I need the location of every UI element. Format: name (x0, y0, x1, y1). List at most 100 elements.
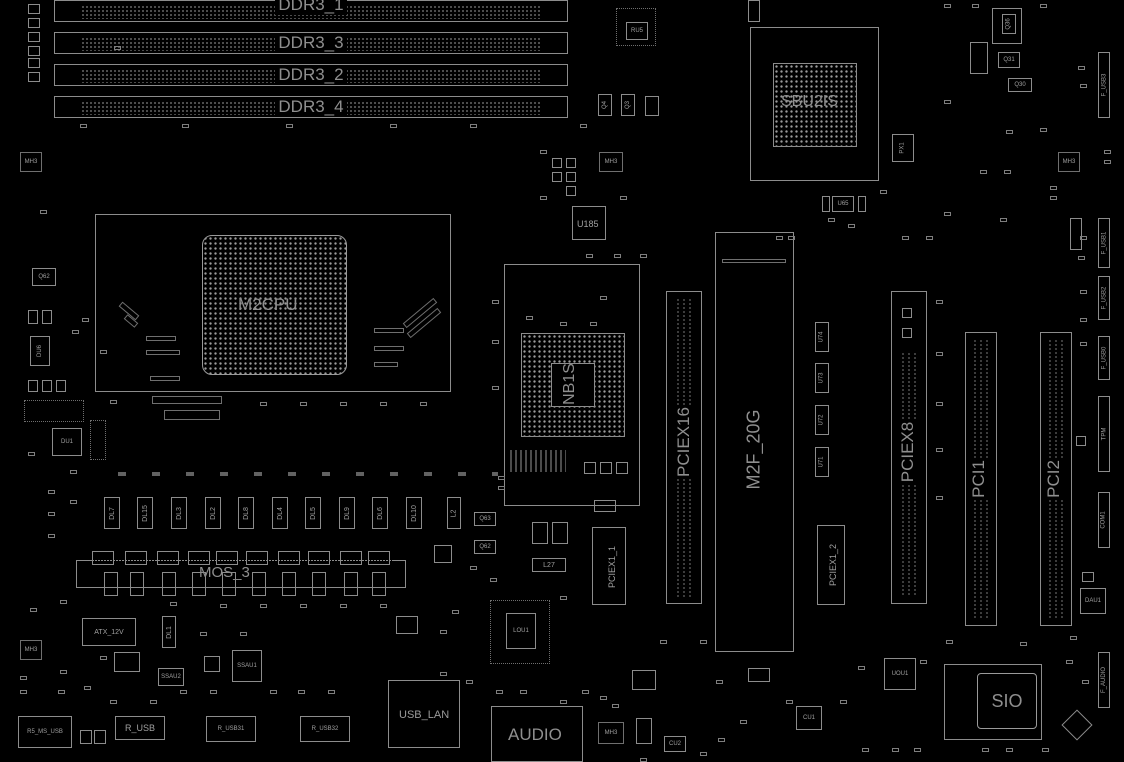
port-usb-lan[interactable]: USB_LAN (388, 680, 460, 748)
passive-pad (972, 4, 979, 8)
dimm-slot-3[interactable]: DDR3_3 (54, 32, 568, 54)
passive-pad (240, 632, 247, 636)
mounting-hole: MH3 (1058, 152, 1080, 172)
passive-pad (150, 700, 157, 704)
passive-pad (980, 170, 987, 174)
header-com1[interactable]: COM1 (1098, 492, 1110, 548)
passive-pad (862, 748, 869, 752)
passive-pad (740, 720, 747, 724)
passive-pad (944, 212, 951, 216)
slot-pciex1-2[interactable]: PCIEX1_2 (817, 525, 845, 605)
passive-pad (80, 124, 87, 128)
passive-pad (82, 318, 89, 322)
passive-pad (1000, 218, 1007, 222)
dau1: DAU1 (1080, 588, 1106, 614)
slot-m2[interactable]: M2F_20G (715, 232, 794, 652)
passive-pad (936, 300, 943, 304)
slot-pciex8[interactable]: PCIEX8 (891, 291, 927, 604)
passive-pad (840, 700, 847, 704)
dimm-slot-1[interactable]: DDR3_1 (54, 0, 568, 22)
passive-pad (614, 254, 621, 258)
chipset-pch[interactable]: NB1S (504, 264, 640, 506)
port-audio[interactable]: AUDIO (491, 706, 583, 762)
passive-pad (200, 632, 207, 636)
passive-pad (1066, 660, 1073, 664)
header-r-ms-usb[interactable]: R5_MS_USB (18, 716, 72, 748)
slot-pci1[interactable]: PCI1 (965, 332, 997, 626)
passive-pad (520, 690, 527, 694)
cpu-label: M2CPU (238, 295, 298, 314)
header-r-usb[interactable]: R_USB (115, 716, 165, 740)
choke-label: L2 (450, 509, 458, 517)
q64: Q62 (474, 540, 496, 554)
passive-pad (492, 300, 499, 304)
passive-pad (180, 690, 187, 694)
passive-pad (470, 124, 477, 128)
cu2: CU2 (664, 736, 686, 752)
dimm-slot-2[interactable]: DDR3_2 (54, 64, 568, 86)
passive-pad (1104, 150, 1111, 154)
passive-pad (440, 630, 447, 634)
slot-pciex16[interactable]: PCIEX16 (666, 291, 702, 604)
dimm-label: DDR3_3 (275, 33, 347, 53)
passive-pad (30, 608, 37, 612)
header-f-usb1[interactable]: F_USB1 (1098, 218, 1110, 268)
passive-pad (1040, 128, 1047, 132)
passive-pad (1004, 170, 1011, 174)
passive-pad (936, 352, 943, 356)
header-f-audio[interactable]: F_AUDIO (1098, 652, 1110, 708)
super-io[interactable]: SIO (944, 664, 1042, 740)
header-f-usb3[interactable]: F_USB3 (1098, 52, 1110, 118)
mos-label: MOS_3 (199, 564, 250, 581)
du6: DU6 (30, 336, 50, 366)
choke-label: DL9 (343, 506, 351, 520)
header-r-usb32[interactable]: R_USB32 (300, 716, 350, 742)
passive-pad (560, 700, 567, 704)
passive-pad (560, 322, 567, 326)
passive-pad (20, 676, 27, 680)
dimm-slot-4[interactable]: DDR3_4 (54, 96, 568, 118)
passive-pad (1040, 4, 1047, 8)
passive-pad (640, 254, 647, 258)
px1: PX1 (892, 134, 914, 162)
passive-pad (540, 150, 547, 154)
header-f-usb0[interactable]: F_USB0 (1098, 336, 1110, 380)
q62: Q62 (32, 268, 56, 286)
q3: Q3 (621, 94, 635, 116)
passive-pad (582, 690, 589, 694)
header-tpm[interactable]: TPM (1098, 396, 1110, 472)
passive-pad (620, 196, 627, 200)
header-r-usb31[interactable]: R_USB31 (206, 716, 256, 742)
passive-pad (340, 402, 347, 406)
passive-pad (48, 534, 55, 538)
passive-pad (716, 680, 723, 684)
passive-pad (340, 604, 347, 608)
passive-pad (880, 190, 887, 194)
cpu-socket[interactable]: M2CPU (95, 214, 451, 392)
passive-pad (420, 402, 427, 406)
southbridge[interactable]: SBU2IS (750, 27, 879, 181)
slot-pci2[interactable]: PCI2 (1040, 332, 1072, 626)
slot-pciex1-1[interactable]: PCIEX1_1 (592, 527, 626, 605)
passive-pad (700, 752, 707, 756)
passive-pad (28, 452, 35, 456)
dimm-label: DDR3_4 (275, 97, 347, 117)
mounting-hole: MH3 (599, 152, 623, 172)
header-atx-12v[interactable]: ATX_12V (82, 618, 136, 646)
passive-pad (300, 604, 307, 608)
passive-pad (944, 100, 951, 104)
passive-pad (944, 4, 951, 8)
passive-pad (48, 490, 55, 494)
passive-pad (490, 578, 497, 582)
passive-pad (828, 218, 835, 222)
passive-pad (560, 596, 567, 600)
header-f-usb2[interactable]: F_USB2 (1098, 276, 1110, 320)
passive-pad (492, 340, 499, 344)
passive-pad (776, 236, 783, 240)
mounting-hole: MH3 (20, 152, 42, 172)
passive-pad (1042, 748, 1049, 752)
passive-pad (1020, 642, 1027, 646)
passive-pad (260, 604, 267, 608)
choke-label: DL3 (175, 506, 183, 520)
q36: Q36 (1002, 14, 1016, 34)
